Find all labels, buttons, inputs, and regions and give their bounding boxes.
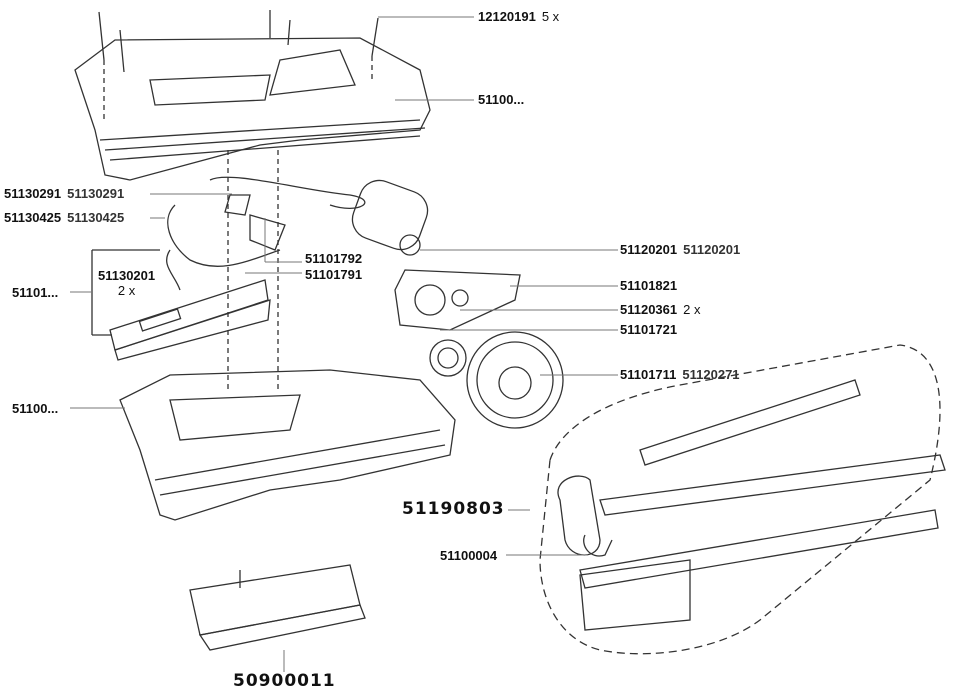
- bottom-housing: [119, 150, 456, 521]
- label-switch-b1: 51101792: [305, 251, 363, 266]
- motor: [167, 176, 429, 267]
- overlay-part-number: 51120201: [683, 242, 741, 257]
- label-slider: 51101...: [12, 285, 59, 300]
- part-number: 51120361: [620, 302, 678, 317]
- label-cable: 51130425 51130425: [4, 210, 124, 225]
- blade-assembly: [539, 344, 946, 655]
- part-number: 12120191: [478, 9, 536, 24]
- part-number: 51130425: [4, 210, 62, 225]
- quantity: 2 x: [683, 302, 701, 317]
- part-number: 51130201: [98, 268, 156, 283]
- part-number: 51101711: [620, 367, 677, 382]
- quantity: 5 x: [541, 9, 560, 24]
- label-blade: 51190803: [402, 499, 505, 519]
- gearbox: [394, 269, 564, 429]
- part-number: 51120201: [620, 242, 678, 257]
- label-gear-housing: 51101821: [620, 278, 678, 293]
- label-motor: 51120201 51120201: [620, 242, 740, 257]
- label-gear-plate: 51101721: [620, 322, 678, 337]
- label-screws: 12120191 5 x: [478, 9, 559, 24]
- label-switch-a: 51130291 51130291: [4, 186, 124, 201]
- label-bottom-housing: 51100...: [12, 401, 59, 416]
- leader-lines: [70, 16, 618, 672]
- overlay-part-number: 51130291: [67, 186, 125, 201]
- label-switch-b2: 51101791: [305, 267, 363, 282]
- label-gear: 51101711 51120271: [620, 367, 740, 382]
- overlay-part-number: 51130425: [67, 210, 125, 225]
- slider: [91, 249, 271, 361]
- quantity: 2 x: [117, 283, 136, 298]
- overlay-part-number: 51120271: [682, 367, 740, 382]
- label-battery: 50900011: [233, 671, 336, 691]
- screws: [98, 10, 379, 120]
- battery: [189, 564, 366, 651]
- label-guard: 51100004: [440, 548, 498, 563]
- top-housing: [74, 37, 431, 181]
- label-top-housing: 51100...: [478, 92, 525, 107]
- part-number: 51130291: [4, 186, 62, 201]
- label-gear-screw: 51120361 2 x: [620, 302, 700, 317]
